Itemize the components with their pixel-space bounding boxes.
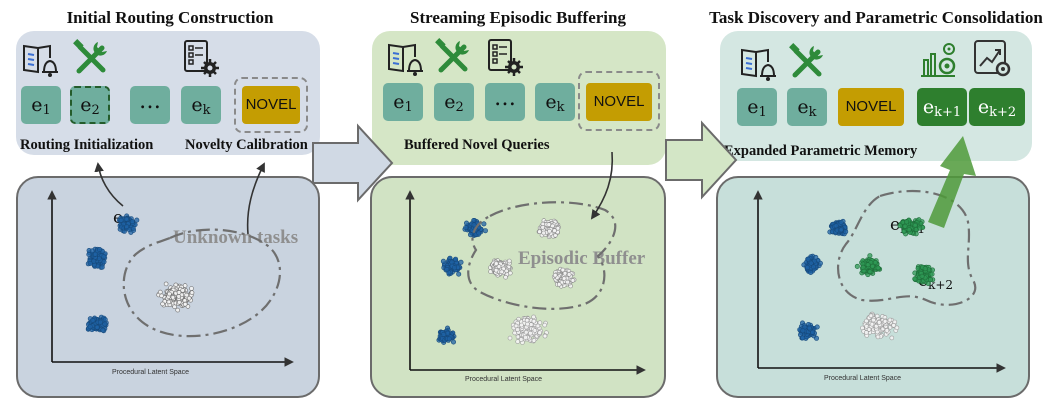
stats-gear-icon [921, 43, 956, 77]
panel1-axis-label: Procedural Latent Space [112, 369, 190, 376]
expert-box-ek: ek [535, 83, 575, 121]
panel1-latent-space [16, 176, 320, 398]
known-cluster [827, 218, 849, 237]
known-cluster [797, 320, 820, 341]
episodic-buffer-region [467, 201, 617, 310]
novel-expert-box: NOVEL [586, 83, 652, 121]
tools-icon [73, 39, 107, 74]
process-arrow-2 [665, 120, 738, 200]
known-cluster [117, 213, 140, 235]
panel2-title: Streaming Episodic Buffering [410, 8, 626, 27]
panel2-axes [405, 190, 646, 375]
expert-box-ellipsis: … [130, 86, 170, 124]
residual-cluster [860, 311, 900, 341]
expert-box-e1: e1 [21, 86, 61, 124]
known-cluster [440, 255, 464, 277]
new-expert-box-ek1: ek+1 [917, 88, 967, 126]
expert-box-e1: e1 [737, 88, 777, 126]
tools-icon [435, 38, 469, 73]
panel3-latent-space [716, 176, 1030, 398]
expert-box-e2: e2 [434, 83, 474, 121]
book-bell-icon [23, 44, 58, 77]
residual-cluster [507, 314, 549, 345]
panel3-title: Task Discovery and Parametric Consolidat… [709, 8, 1043, 27]
unknown-region [122, 228, 282, 338]
known-cluster [85, 246, 108, 270]
panel2-latent-space [370, 176, 666, 398]
new-cluster [854, 253, 883, 278]
consolidation-arrow [928, 136, 976, 228]
new-expert-box-ek2: ek+2 [969, 88, 1025, 126]
unknown-cluster [156, 281, 195, 313]
tools-icon [789, 43, 823, 78]
chart-gear-icon [974, 40, 1011, 77]
expanded-region [836, 189, 977, 306]
known-cluster [801, 253, 823, 275]
novel-dashed-frame [578, 71, 660, 131]
panel1-title: Initial Routing Construction [66, 8, 274, 27]
buffered-cluster [536, 218, 561, 239]
arrow-e2-to-routing [94, 162, 124, 207]
expert-box-e2-selected: e2 [70, 86, 110, 124]
buffered-novel-queries-label: Buffered Novel Queries [404, 137, 550, 153]
expert-box-ek: ek [181, 86, 221, 124]
episodic-buffer-label: Episodic Buffer [518, 248, 646, 269]
arrow-unknown-to-novelty [246, 162, 265, 235]
expanded-parametric-memory-label: Expanded Parametric Memory [724, 143, 918, 159]
book-bell-icon [388, 43, 423, 76]
novel-expert-box: NOVEL [838, 88, 904, 126]
new-cluster-ek2 [912, 264, 936, 286]
new-cluster-ek1 [897, 217, 926, 237]
routing-initialization-label: Routing Initialization [20, 137, 154, 153]
expert-box-ek: ek [787, 88, 827, 126]
buffered-cluster [488, 258, 513, 280]
novel-dashed-frame [234, 77, 308, 133]
known-cluster [85, 314, 109, 334]
process-arrow-1 [312, 123, 394, 203]
unknown-tasks-label: Unknown tasks [173, 227, 299, 248]
checklist-gear-icon [488, 39, 523, 76]
novelty-calibration-label: Novelty Calibration [185, 137, 308, 153]
novel-expert-box: NOVEL [242, 86, 300, 124]
panel1-axes [47, 190, 294, 367]
buffered-cluster [551, 266, 577, 289]
expert-box-ellipsis: … [485, 83, 525, 121]
panel2-axis-label: Procedural Latent Space [465, 376, 543, 383]
known-cluster [436, 325, 457, 345]
arrow-novel-to-buffer [590, 151, 614, 220]
panel3-axes [753, 190, 1006, 373]
book-bell-icon [741, 48, 776, 81]
expert-box-e1: e1 [383, 83, 423, 121]
point-clusters [85, 213, 936, 345]
panel3-axis-label: Procedural Latent Space [824, 375, 902, 382]
checklist-gear-icon [184, 40, 219, 77]
